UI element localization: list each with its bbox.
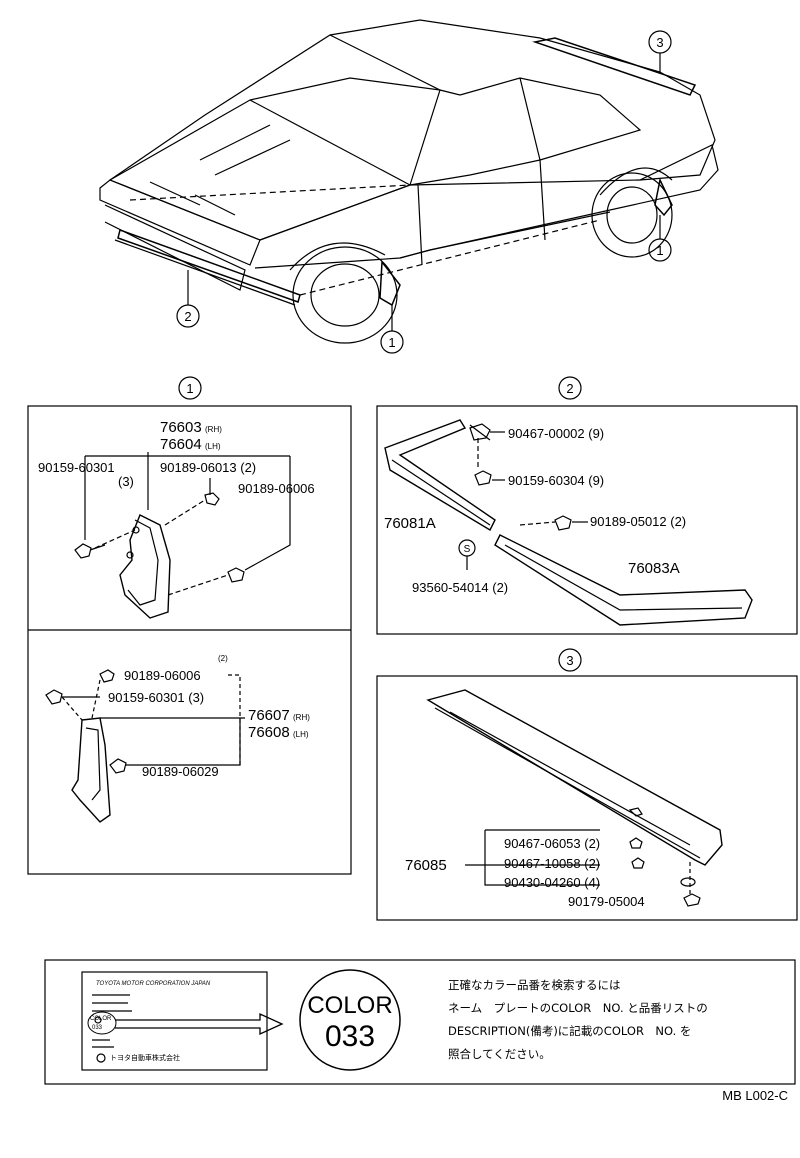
note-line: 正確なカラー品番を検索するには [448,978,621,992]
color-note-text: 正確なカラー品番を検索するには ネーム プレートのCOLOR NO. と品番リス… [448,974,788,1066]
callout-car-1-front: 1 [380,305,404,354]
box-2 [376,405,798,635]
box1-upper: 76603 (RH) 76604 (LH) 90159-60301 (3) 90… [38,419,315,619]
svg-text:1: 1 [388,335,395,350]
part-76085: 76085 [405,857,447,874]
svg-text:1: 1 [656,243,663,258]
nameplate-illustration: TOYOTA MOTOR CORPORATION JAPAN COLOR 033… [81,969,401,1071]
svg-text:3: 3 [566,653,573,668]
callout-car-2: 2 [176,270,200,328]
box-1 [27,405,352,875]
screw-90189-06029: 90189-06029 [142,764,219,779]
color-label-big: COLOR [307,992,392,1019]
screw-90189-06006-lower: 90189-06006 [124,668,201,683]
note-line: DESCRIPTION(備考)に記載のCOLOR NO. を [448,1024,692,1038]
svg-text:TOYOTA MOTOR CORPORATION JAPAN: TOYOTA MOTOR CORPORATION JAPAN [96,981,211,987]
note-line: 照合してください。 [448,1047,551,1061]
box-3 [376,675,798,921]
bolt-90159-60304: 90159-60304 (9) [508,473,604,488]
note-line: ネーム プレートのCOLOR NO. と品番リストの [448,1001,708,1015]
svg-text:(LH): (LH) [205,442,221,451]
svg-text:(3): (3) [118,474,134,489]
clip-90467-10058: 90467-10058 (2) [504,856,600,871]
color-note-box [44,959,796,1085]
screw-90189-06006: 90189-06006 [238,481,315,496]
section-callout-2: 2 [558,376,582,400]
svg-text:(LH): (LH) [293,730,309,739]
nut-90430-04260: 90430-04260 (4) [504,875,600,890]
nut-90467-00002: 90467-00002 (9) [508,426,604,441]
bolt-90159-60301: 90159-60301 [38,460,115,475]
box1-lower: (2) 90189-06006 90159-60301 (3) 76607 (R… [45,654,310,823]
box3-content: 76085 90467-06053 (2) 90467-10058 (2) 90… [405,689,723,909]
part-76083A: 76083A [628,560,680,577]
section-callout-1: 1 [178,376,202,400]
part-76603: 76603 [160,419,202,436]
seal-93560-54014: 93560-54014 (2) [412,580,508,595]
part-76604: 76604 [160,436,202,453]
box2-content: 90467-00002 (9) 90159-60304 (9) 90189-05… [384,419,753,626]
part-76081A: 76081A [384,515,436,532]
bolt-90159-60301-lower: 90159-60301 (3) [108,690,204,705]
callout-car-1-rear: 1 [648,215,672,262]
color-number-big: 033 [325,1020,375,1053]
svg-text:COLOR: COLOR [90,1016,112,1022]
svg-text:トヨタ自動車株式会社: トヨタ自動車株式会社 [110,1053,180,1062]
svg-text:033: 033 [92,1025,103,1031]
clip-90467-06053: 90467-06053 (2) [504,836,600,851]
svg-text:(RH): (RH) [205,425,222,434]
svg-text:2: 2 [566,381,573,396]
part-76607: 76607 [248,707,290,724]
screw-90189-06013: 90189-06013 (2) [160,460,256,475]
part-76608: 76608 [248,724,290,741]
s-mark: S [464,544,471,555]
svg-text:2: 2 [184,309,191,324]
screw-90189-05012: 90189-05012 (2) [590,514,686,529]
diagram-code: MB L002-C [722,1088,788,1103]
svg-text:1: 1 [186,381,193,396]
svg-text:(RH): (RH) [293,713,310,722]
nut-90179-05004: 90179-05004 [568,894,645,909]
callout-car-3: 3 [648,30,672,72]
callout-label: 3 [656,35,663,50]
section-callout-3: 3 [558,648,582,672]
car-illustration [99,19,719,344]
svg-text:(2): (2) [218,654,228,663]
